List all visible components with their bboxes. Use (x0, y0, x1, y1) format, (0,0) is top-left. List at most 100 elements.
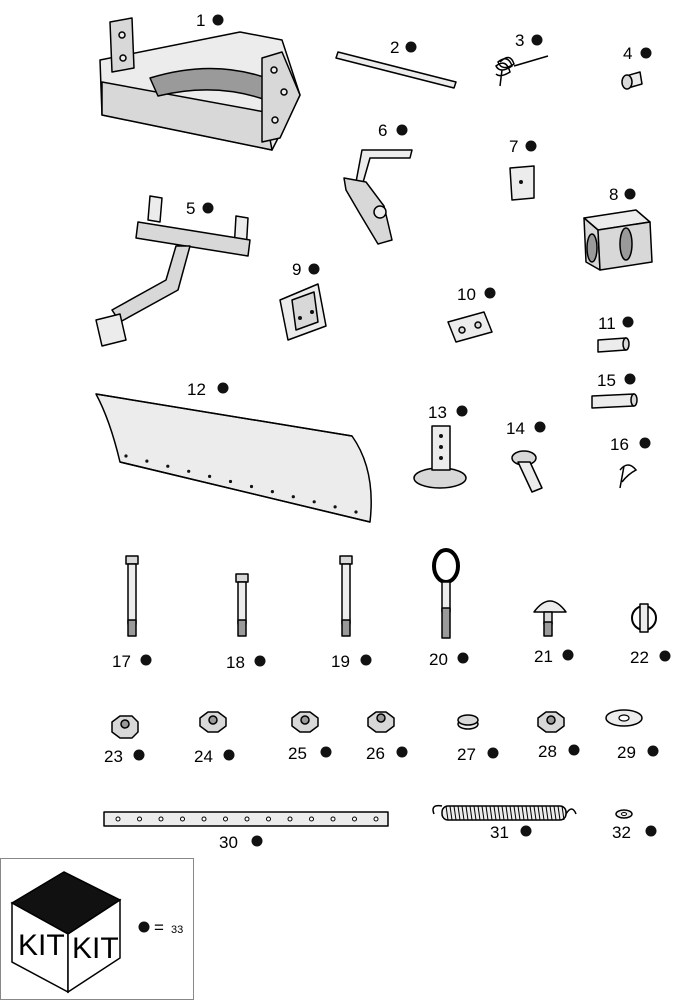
spring-coil (485, 805, 489, 821)
spring-coil (505, 805, 509, 821)
kit-legend-value: 33 (171, 924, 183, 936)
cutting-edge-hole (223, 816, 228, 822)
cutting-edge-hole (244, 816, 250, 822)
spring-coil (529, 805, 533, 821)
part-19-bolt (339, 555, 353, 637)
callout-12: 12 (187, 380, 229, 399)
callout-28: 28 (538, 742, 580, 761)
spring-coil (545, 805, 549, 821)
callout-dot (531, 34, 543, 46)
callout-number: 32 (612, 823, 631, 842)
part-26-nut (367, 711, 395, 733)
blade-bolt-hole (249, 484, 254, 489)
callout-22: 22 (630, 648, 671, 667)
blade-bolt-hole (145, 459, 149, 463)
cutting-edge-hole (158, 816, 164, 822)
part-5-push-frame (95, 195, 251, 347)
spring-coil (561, 805, 565, 821)
callout-27: 27 (457, 745, 499, 764)
callout-dot (217, 382, 229, 394)
callout-23: 23 (104, 747, 145, 766)
cutting-edge-hole (266, 816, 271, 822)
callout-number: 30 (219, 833, 238, 852)
spring-coil (497, 805, 501, 821)
callout-30: 30 (219, 833, 263, 852)
part-30-holes (115, 816, 379, 822)
part-31-coils (445, 805, 565, 821)
callout-number: 7 (509, 137, 518, 156)
callout-dot (320, 746, 332, 758)
callout-number: 12 (187, 380, 206, 399)
part-15-pin (591, 393, 638, 409)
callout-3: 3 (515, 31, 543, 50)
callout-number: 1 (196, 11, 205, 30)
part-9-box-bracket (279, 283, 327, 341)
callout-number: 20 (429, 650, 448, 669)
callout-number: 14 (506, 419, 525, 438)
part-23-nut (111, 715, 139, 739)
spring-coil (493, 805, 497, 821)
callout-dot (534, 421, 546, 433)
part-17-bolt (125, 555, 139, 637)
callout-4: 4 (623, 44, 652, 63)
part-21-carriage-bolt (533, 600, 567, 637)
part-12-blade (95, 393, 372, 523)
cutting-edge-hole (330, 816, 336, 822)
kit-legend: KIT KIT = 33 (0, 858, 194, 1000)
callout-number: 23 (104, 747, 123, 766)
blade-bolt-hole (124, 454, 128, 458)
callout-number: 5 (186, 199, 195, 218)
part-28-nut (537, 711, 565, 733)
blade-bolt-hole (291, 495, 295, 499)
callout-dot (484, 287, 496, 299)
callout-number: 9 (292, 260, 301, 279)
part-29-washer (605, 709, 643, 727)
callout-number: 29 (617, 743, 636, 762)
callout-dot (133, 749, 145, 761)
callout-15: 15 (597, 371, 636, 390)
spring-coil (513, 805, 517, 821)
callout-dot (251, 835, 263, 847)
callout-14: 14 (506, 419, 546, 438)
callout-dot (647, 745, 659, 757)
blade-bolt-hole (166, 464, 170, 468)
part-12-blade-holes (124, 454, 358, 514)
callout-dot (308, 263, 320, 275)
callout-number: 18 (226, 653, 245, 672)
callout-number: 13 (428, 403, 447, 422)
callout-13: 13 (428, 403, 468, 422)
spring-coil (557, 805, 561, 821)
part-8-roller-bracket (583, 209, 653, 271)
part-13-shoe (413, 425, 467, 489)
spring-coil (553, 805, 557, 821)
callout-number: 25 (288, 744, 307, 763)
cutting-edge-hole (180, 816, 185, 822)
callout-dot (254, 655, 266, 667)
part-14-clevis-pin (511, 450, 543, 493)
callout-dot (639, 437, 651, 449)
callout-8: 8 (609, 185, 636, 204)
callout-dot (396, 746, 408, 758)
callout-number: 10 (457, 285, 476, 304)
kit-legend-equals: = (154, 918, 164, 937)
spring-coil (445, 805, 449, 821)
callout-number: 27 (457, 745, 476, 764)
callout-number: 26 (366, 744, 385, 763)
callout-dot (360, 654, 372, 666)
callout-7: 7 (509, 137, 537, 156)
callout-dot (525, 140, 537, 152)
kit-box-label-right: KIT (72, 932, 119, 965)
callout-dot (140, 654, 152, 666)
part-20-eye-bolt (432, 548, 460, 639)
callout-24: 24 (194, 747, 235, 766)
part-3-spring (495, 55, 549, 87)
callout-number: 6 (378, 121, 387, 140)
cutting-edge-hole (309, 816, 314, 822)
callout-5: 5 (186, 199, 214, 218)
part-22-lock-ring (631, 603, 657, 633)
callout-dot (487, 747, 499, 759)
part-4-bushing (621, 71, 643, 90)
part-27-spacer (457, 714, 479, 730)
part-11-pin (597, 337, 630, 353)
